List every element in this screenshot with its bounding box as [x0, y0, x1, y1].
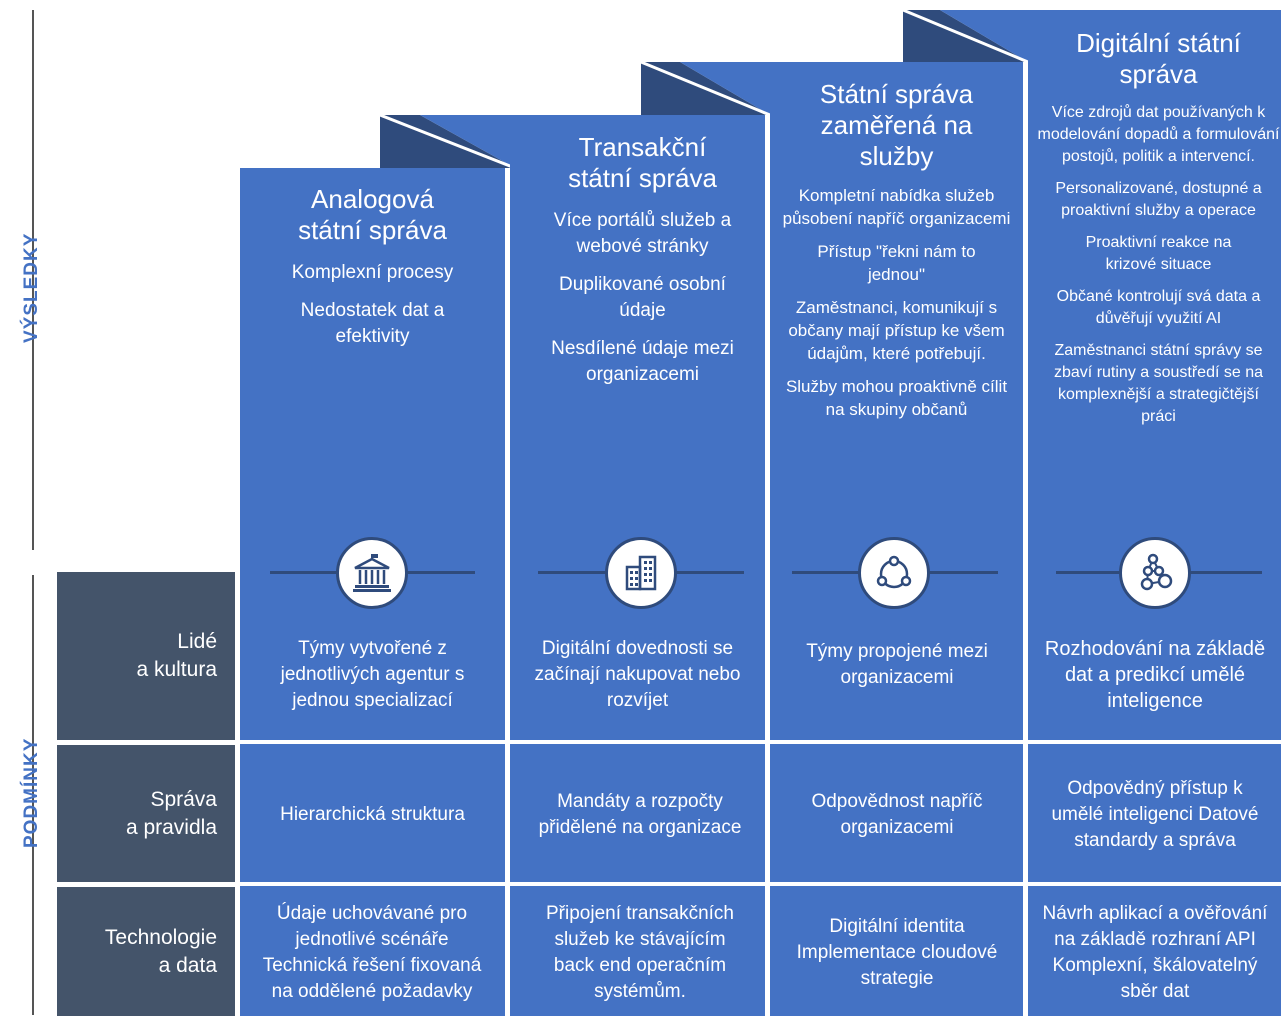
result-item: Nesdílené údaje mezi organizacemi — [551, 338, 734, 385]
governance-transactional: Mandáty a rozpočty přidělené na organiza… — [538, 791, 742, 838]
conditions-axis-line — [32, 575, 34, 1015]
result-item: Proaktivní reakce na krizové situace — [1085, 234, 1232, 273]
connected-circle-icon — [858, 537, 930, 609]
governance-digital: Odpovědný přístup k umělé inteligenci Da… — [1051, 778, 1259, 851]
result-item: Zaměstnanci státní správy se zbaví rutin… — [1054, 342, 1263, 425]
row-separator-2 — [235, 882, 1281, 886]
column-title: Analogová státní správa — [298, 184, 447, 245]
column-title: Digitální státní správa — [1076, 28, 1241, 89]
column-digital — [1028, 10, 1281, 1016]
result-item: Občané kontrolují svá data a důvěřují vy… — [1056, 288, 1261, 327]
governance-service: Odpovědnost napříč organizacemi — [811, 791, 983, 838]
result-item: Nedostatek dat a efektivity — [300, 300, 445, 347]
result-item: Více portálů služeb a webové stránky — [553, 210, 732, 257]
technology-transactional: Připojení transakčních služeb ke stávají… — [546, 902, 734, 1002]
technology-digital: Návrh aplikací a ověřování na základě ro… — [1042, 902, 1268, 1002]
analog-header: Analogová státní správa Komplexní proces… — [240, 184, 505, 350]
service-header: Státní správa zaměřená na služby Komplet… — [770, 79, 1023, 421]
column-title: Státní správa zaměřená na služby — [819, 79, 974, 171]
result-item: Komplexní procesy — [291, 262, 454, 283]
transactional-header: Transakční státní správa Více portálů sl… — [515, 132, 770, 388]
network-nodes-icon — [1119, 537, 1191, 609]
office-buildings-icon — [605, 537, 677, 609]
result-item: Kompletní nabídka služeb působení napříč… — [782, 186, 1011, 228]
result-item: Zaměstnanci, komunikují s občany mají př… — [788, 298, 1005, 363]
digital-header: Digitální státní správa Více zdrojů dat … — [1036, 28, 1281, 428]
technology-service: Digitální identita Implementace cloudové… — [796, 915, 998, 989]
people-digital: Rozhodování na základě dat a predikcí um… — [1044, 638, 1266, 712]
people-transactional: Digitální dovednosti se začínají nakupov… — [534, 638, 741, 711]
result-item: Duplikované osobní údaje — [559, 274, 726, 321]
government-building-icon — [336, 537, 408, 609]
column-title: Transakční státní správa — [568, 132, 717, 193]
technology-analog: Údaje uchovávané pro jednotlivé scénáře … — [262, 902, 482, 1002]
result-item: Více zdrojů dat používaných k modelování… — [1037, 104, 1280, 165]
people-service: Týmy propojené mezi organizacemi — [806, 641, 988, 688]
row-separator-left-2 — [57, 882, 235, 886]
result-item: Přístup "řekni nám to jednou" — [817, 242, 976, 284]
result-item: Personalizované, dostupné a proaktivní s… — [1055, 180, 1262, 219]
row-separator-1 — [235, 740, 1281, 744]
governance-analog: Hierarchická struktura — [280, 804, 465, 825]
results-axis-line — [32, 10, 34, 550]
people-analog: Týmy vytvořené z jednotlivých agentur s … — [280, 638, 465, 711]
row-separator-left-1 — [57, 740, 235, 744]
result-item: Služby mohou proaktivně cílit na skupiny… — [785, 377, 1008, 419]
